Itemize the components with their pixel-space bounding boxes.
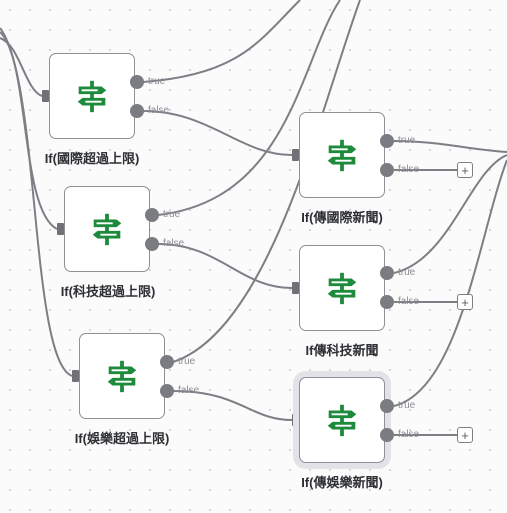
true-port-label: true	[148, 76, 166, 87]
if-node-tech-limit[interactable]	[64, 186, 150, 272]
true-output-port[interactable]	[380, 399, 394, 413]
signpost-icon	[327, 272, 357, 305]
true-output-port[interactable]	[380, 134, 394, 148]
wire-out-3	[172, 0, 361, 363]
true-port-label: true	[398, 267, 416, 278]
signpost-icon	[77, 80, 107, 113]
input-port[interactable]	[42, 90, 49, 102]
signpost-icon	[107, 360, 137, 393]
true-output-port[interactable]	[130, 75, 144, 89]
false-output-port[interactable]	[160, 384, 174, 398]
true-port-label: true	[398, 400, 416, 411]
false-output-port[interactable]	[130, 104, 144, 118]
signpost-icon	[327, 139, 357, 172]
node-title: If(傳國際新聞)	[301, 210, 383, 225]
input-port[interactable]	[292, 149, 299, 161]
wire-true-4	[393, 140, 507, 153]
false-output-port[interactable]	[380, 163, 394, 177]
input-port[interactable]	[292, 414, 299, 426]
input-port[interactable]	[292, 282, 299, 294]
false-port-label: false	[398, 429, 420, 440]
add-node-button[interactable]: +	[457, 294, 473, 310]
false-output-port[interactable]	[380, 295, 394, 309]
false-port-label: false	[148, 105, 170, 116]
wire-out-2	[157, 0, 341, 216]
false-port-label: false	[178, 385, 200, 396]
if-node-international-limit[interactable]	[49, 53, 135, 139]
signpost-icon	[327, 404, 357, 437]
false-port-label: false	[398, 164, 420, 175]
if-node-entertainment-limit[interactable]	[79, 333, 165, 419]
add-node-button[interactable]: +	[457, 162, 473, 178]
node-title: If(娛樂超過上限)	[74, 431, 170, 446]
false-output-port[interactable]	[380, 428, 394, 442]
wire-false-3	[172, 390, 293, 421]
if-node-send-international[interactable]	[299, 112, 385, 198]
true-port-label: true	[163, 209, 181, 220]
wire-false-2	[157, 243, 293, 289]
true-port-label: true	[398, 135, 416, 146]
false-port-label: false	[163, 238, 185, 249]
input-port[interactable]	[57, 223, 64, 235]
if-node-send-tech[interactable]	[299, 245, 385, 331]
wire-in-3	[0, 27, 73, 377]
input-port[interactable]	[72, 370, 79, 382]
wire-false-1	[142, 110, 293, 156]
wire-true-6	[393, 159, 507, 407]
wire-in-1	[0, 37, 43, 97]
true-port-label: true	[178, 356, 196, 367]
true-output-port[interactable]	[380, 266, 394, 280]
signpost-icon	[92, 213, 122, 246]
node-title: If傳科技新聞	[305, 343, 379, 358]
wire-out-1	[142, 0, 301, 83]
node-title: If(國際超過上限)	[44, 151, 140, 166]
node-title: If(科技超過上限)	[60, 284, 156, 299]
false-output-port[interactable]	[145, 237, 159, 251]
if-node-send-entertainment[interactable]	[299, 377, 385, 463]
wire-true-5	[393, 154, 507, 274]
add-node-button[interactable]: +	[457, 427, 473, 443]
false-port-label: false	[398, 296, 420, 307]
true-output-port[interactable]	[145, 208, 159, 222]
node-title: If(傳娛樂新聞)	[301, 475, 383, 490]
true-output-port[interactable]	[160, 355, 174, 369]
